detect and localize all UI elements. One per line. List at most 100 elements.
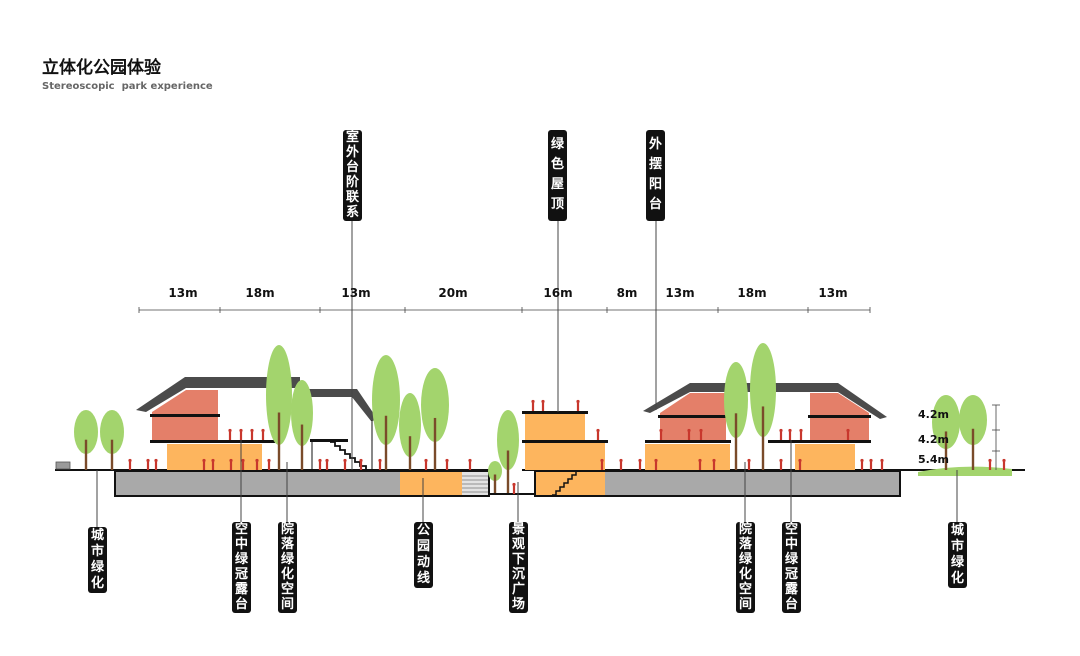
person-figure xyxy=(638,458,642,470)
person-figure xyxy=(798,458,802,470)
person-figure xyxy=(846,428,850,440)
east-building xyxy=(643,383,887,470)
east-roof xyxy=(643,383,887,419)
person-figure xyxy=(596,428,600,440)
green-roof-tower xyxy=(522,411,608,470)
east-upper-volume-b xyxy=(810,393,869,415)
sunken-plaza-retail xyxy=(536,472,605,495)
west-building xyxy=(136,377,378,470)
tree-canopy xyxy=(750,343,776,437)
callout-courtyard-east: 院落绿化空间 xyxy=(736,522,755,613)
person-figure xyxy=(512,482,516,494)
east-middle-volume-b xyxy=(810,418,869,440)
person-figure xyxy=(869,458,873,470)
person-figure xyxy=(146,458,150,470)
tree-canopy xyxy=(421,368,449,442)
east-slab-a2 xyxy=(658,415,728,418)
tower-slab xyxy=(522,440,608,443)
east-middle-volume-a xyxy=(660,418,726,440)
east-slab-b2 xyxy=(808,415,871,418)
person-figure xyxy=(359,458,363,470)
tree-canopy xyxy=(959,395,987,445)
park-route-passage xyxy=(400,472,462,495)
tree xyxy=(291,380,313,470)
span-dimension-label: 13m xyxy=(341,286,371,300)
west-slab-2 xyxy=(150,414,220,417)
tree-canopy xyxy=(488,461,502,481)
tree xyxy=(100,410,124,470)
tree-canopy xyxy=(291,380,313,446)
span-dimension-label: 13m xyxy=(168,286,198,300)
person-figure xyxy=(687,428,691,440)
underground-stair xyxy=(462,472,488,495)
west-slab-1 xyxy=(150,440,275,443)
east-upper-volume-a xyxy=(660,393,726,415)
callout-sky-terrace-east: 空中绿冠露台 xyxy=(782,522,801,613)
person-figure xyxy=(659,428,663,440)
callout-balcony: 外摆阳台 xyxy=(646,130,665,221)
tree-canopy xyxy=(372,355,400,445)
west-terrace-slab xyxy=(310,439,348,442)
callout-outdoor-stairs: 室外台阶联系 xyxy=(343,130,362,221)
span-dimension-label: 20m xyxy=(438,286,468,300)
person-figure xyxy=(654,458,658,470)
tree-canopy xyxy=(724,362,748,438)
person-figure xyxy=(318,458,322,470)
callout-green-roof: 绿色屋顶 xyxy=(548,130,567,221)
person-figure xyxy=(747,458,751,470)
person-figure xyxy=(154,458,158,470)
person-figure xyxy=(779,458,783,470)
person-figure xyxy=(698,458,702,470)
west-middle-volume xyxy=(152,417,218,440)
person-figure xyxy=(860,458,864,470)
parked-car xyxy=(55,461,71,470)
tree-canopy xyxy=(399,393,421,457)
trees xyxy=(74,343,987,493)
tree-canopy xyxy=(497,410,519,470)
person-figure xyxy=(468,458,472,470)
person-figure xyxy=(255,458,259,470)
person-figure xyxy=(880,458,884,470)
tree xyxy=(959,395,987,470)
tower-lower-volume xyxy=(525,443,605,470)
span-dimension-label: 13m xyxy=(665,286,695,300)
callout-sky-terrace-west: 空中绿冠露台 xyxy=(232,522,251,613)
person-figure xyxy=(1002,458,1006,470)
person-figure xyxy=(779,428,783,440)
tree-canopy xyxy=(100,410,124,454)
tree xyxy=(932,395,960,470)
person-figure xyxy=(202,458,206,470)
person-figure xyxy=(424,458,428,470)
person-figure xyxy=(541,399,545,411)
height-dimension-label: 4.2m xyxy=(918,408,949,421)
tower-upper-volume xyxy=(525,414,585,440)
west-roof xyxy=(136,377,300,412)
people-figures xyxy=(128,399,1006,494)
span-dimension-label: 18m xyxy=(737,286,767,300)
person-figure xyxy=(239,428,243,440)
person-figure xyxy=(531,399,535,411)
person-figure xyxy=(128,458,132,470)
tree-canopy xyxy=(266,345,292,445)
person-figure xyxy=(211,458,215,470)
person-figure xyxy=(343,458,347,470)
east-slab-b1 xyxy=(768,440,871,443)
tree xyxy=(399,393,421,470)
height-dimension-label: 4.2m xyxy=(918,433,949,446)
west-upper-volume xyxy=(152,390,218,414)
person-figure xyxy=(788,428,792,440)
person-figure xyxy=(261,428,265,440)
east-slab-a1 xyxy=(645,440,731,443)
callout-park-route: 公园动线 xyxy=(414,522,433,588)
person-figure xyxy=(600,458,604,470)
height-dimension-line xyxy=(992,404,1000,470)
person-figure xyxy=(988,458,992,470)
leader-lines xyxy=(96,221,958,527)
west-base-volume xyxy=(167,444,262,470)
west-roof-east-gable xyxy=(298,389,378,421)
tower-roof-slab xyxy=(522,411,588,414)
span-dimension-label: 13m xyxy=(818,286,848,300)
span-dimension-label: 18m xyxy=(245,286,275,300)
